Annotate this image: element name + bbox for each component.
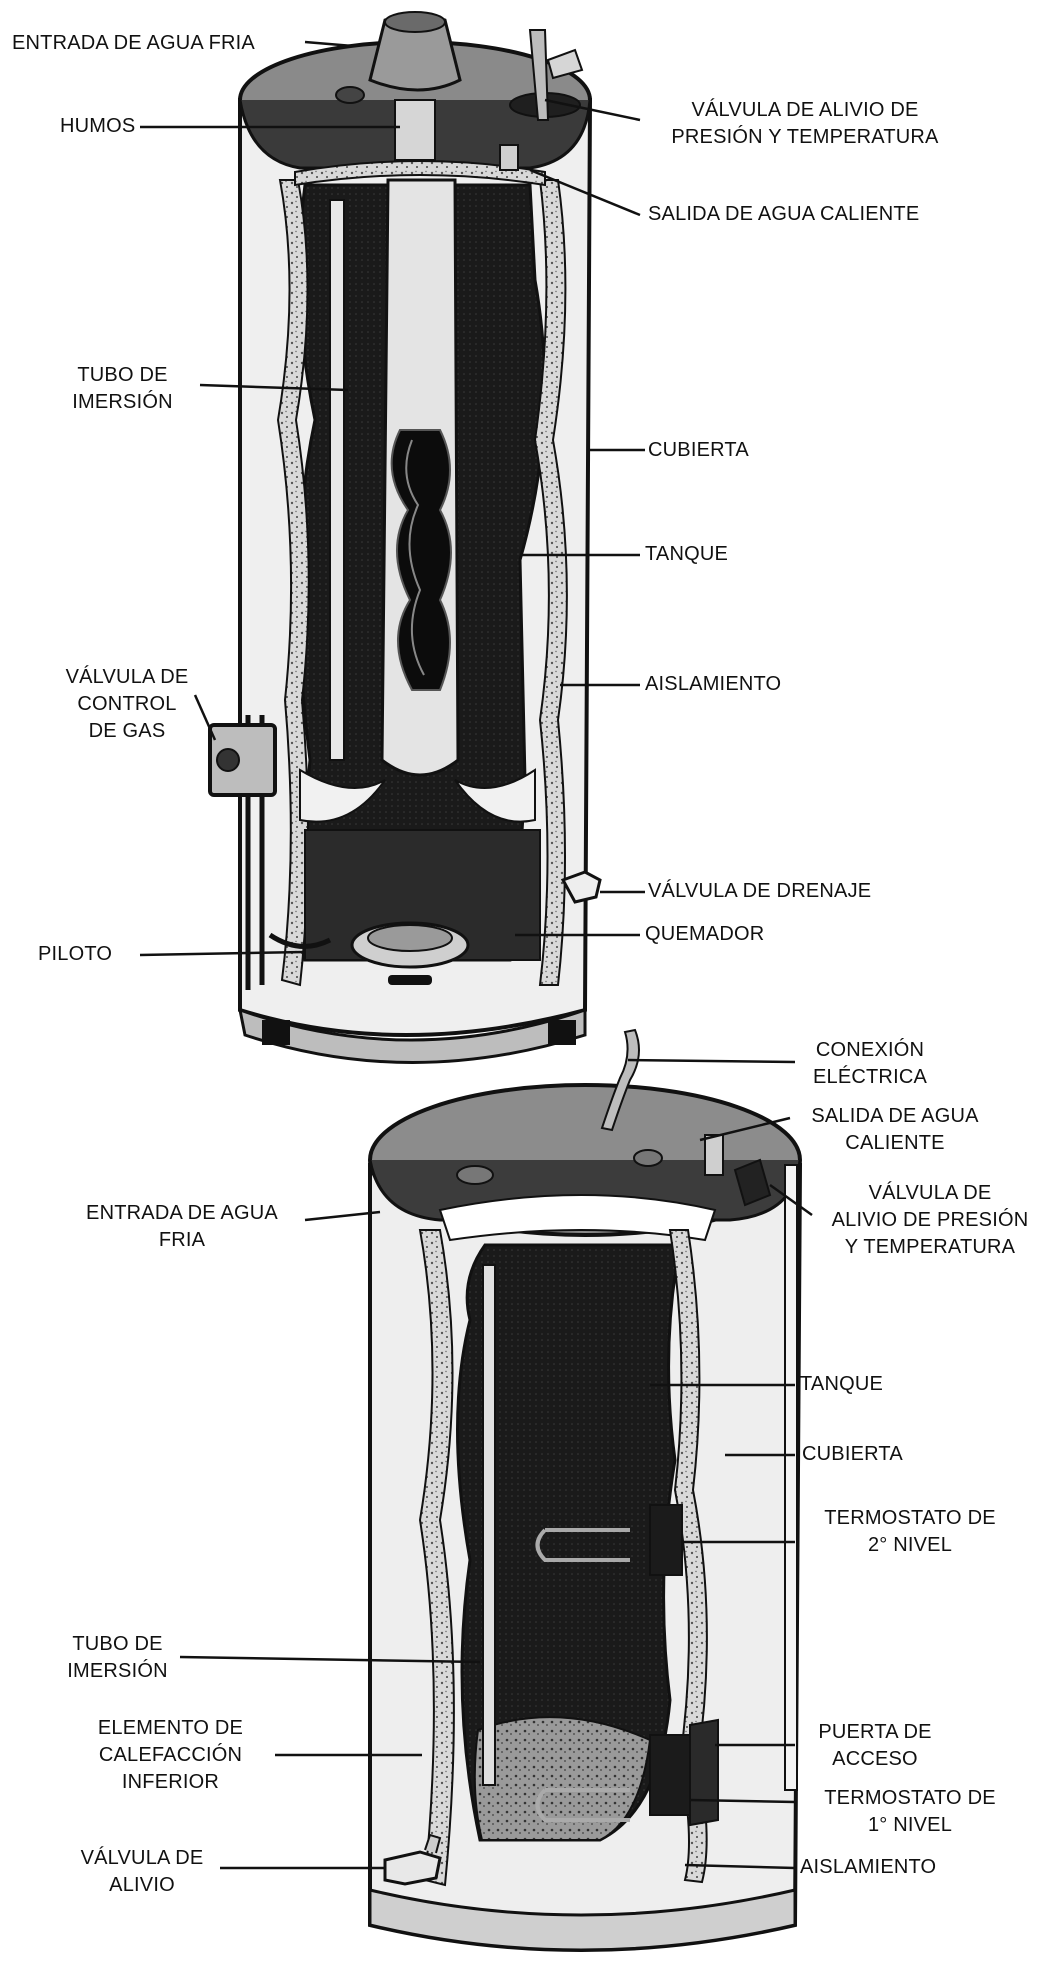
label-gas-control-valve-line2: CONTROL <box>52 691 202 718</box>
label-electric-insulation: AISLAMIENTO <box>800 1854 936 1881</box>
label-dip-tube: TUBO DE IMERSIÓN <box>50 362 195 416</box>
label-electrical-connection-line1: CONEXIÓN <box>795 1037 945 1064</box>
label-lower-thermostat-line2: 1° NIVEL <box>805 1812 1015 1839</box>
label-pilot: PILOTO <box>38 941 112 968</box>
label-flue: HUMOS <box>60 113 135 140</box>
label-lower-heating-element-line1: ELEMENTO DE <box>68 1715 273 1742</box>
label-lower-heating-element: ELEMENTO DE CALEFACCIÓN INFERIOR <box>68 1715 273 1796</box>
label-electric-jacket: CUBIERTA <box>802 1441 903 1468</box>
label-hot-water-outlet: SALIDA DE AGUA CALIENTE <box>648 201 919 228</box>
label-dip-tube-line1: TUBO DE <box>50 362 195 389</box>
label-access-door-line1: PUERTA DE <box>800 1719 950 1746</box>
gas-heater-drawing <box>210 12 600 1063</box>
label-lower-thermostat-line1: TERMOSTATO DE <box>805 1785 1015 1812</box>
label-cold-water-inlet: ENTRADA DE AGUA FRIA <box>12 30 255 57</box>
label-relief-drain-valve-line2: ALIVIO <box>62 1872 222 1899</box>
label-upper-thermostat: TERMOSTATO DE 2° NIVEL <box>805 1505 1015 1559</box>
label-gas-control-valve: VÁLVULA DE CONTROL DE GAS <box>52 664 202 745</box>
label-lower-heating-element-line3: INFERIOR <box>68 1769 273 1796</box>
label-gas-control-valve-line1: VÁLVULA DE <box>52 664 202 691</box>
label-drain-valve: VÁLVULA DE DRENAJE <box>648 878 871 905</box>
label-access-door: PUERTA DE ACCESO <box>800 1719 950 1773</box>
label-tank: TANQUE <box>645 541 728 568</box>
label-relief-valve-line1: VÁLVULA DE ALIVIO DE <box>640 97 970 124</box>
label-relief-valve: VÁLVULA DE ALIVIO DE PRESIÓN Y TEMPERATU… <box>640 97 970 151</box>
label-lower-heating-element-line2: CALEFACCIÓN <box>68 1742 273 1769</box>
label-relief-valve-line2: PRESIÓN Y TEMPERATURA <box>640 124 970 151</box>
label-electric-relief-valve-line3: Y TEMPERATURA <box>812 1234 1048 1261</box>
label-electric-cold-water-inlet-line2: FRIA <box>62 1227 302 1254</box>
label-upper-thermostat-line2: 2° NIVEL <box>805 1532 1015 1559</box>
label-insulation: AISLAMIENTO <box>645 671 781 698</box>
label-electric-tank: TANQUE <box>800 1371 883 1398</box>
label-burner: QUEMADOR <box>645 921 764 948</box>
label-electric-dip-tube-line2: IMERSIÓN <box>50 1658 185 1685</box>
label-electrical-connection: CONEXIÓN ELÉCTRICA <box>795 1037 945 1091</box>
label-dip-tube-line2: IMERSIÓN <box>50 389 195 416</box>
label-jacket: CUBIERTA <box>648 437 749 464</box>
label-electric-cold-water-inlet-line1: ENTRADA DE AGUA <box>62 1200 302 1227</box>
label-electric-relief-valve: VÁLVULA DE ALIVIO DE PRESIÓN Y TEMPERATU… <box>812 1180 1048 1261</box>
label-electric-relief-valve-line1: VÁLVULA DE <box>812 1180 1048 1207</box>
label-upper-thermostat-line1: TERMOSTATO DE <box>805 1505 1015 1532</box>
label-electric-hot-water-outlet-line1: SALIDA DE AGUA <box>790 1103 1000 1130</box>
label-electric-hot-water-outlet-line2: CALIENTE <box>790 1130 1000 1157</box>
label-electric-dip-tube: TUBO DE IMERSIÓN <box>50 1631 185 1685</box>
electric-heater-drawing <box>370 1030 800 1950</box>
label-lower-thermostat: TERMOSTATO DE 1° NIVEL <box>805 1785 1015 1839</box>
label-electric-dip-tube-line1: TUBO DE <box>50 1631 185 1658</box>
label-electric-relief-valve-line2: ALIVIO DE PRESIÓN <box>812 1207 1048 1234</box>
label-electrical-connection-line2: ELÉCTRICA <box>795 1064 945 1091</box>
label-electric-cold-water-inlet: ENTRADA DE AGUA FRIA <box>62 1200 302 1254</box>
label-gas-control-valve-line3: DE GAS <box>52 718 202 745</box>
label-electric-hot-water-outlet: SALIDA DE AGUA CALIENTE <box>790 1103 1000 1157</box>
label-relief-drain-valve: VÁLVULA DE ALIVIO <box>62 1845 222 1899</box>
label-relief-drain-valve-line1: VÁLVULA DE <box>62 1845 222 1872</box>
label-access-door-line2: ACCESO <box>800 1746 950 1773</box>
